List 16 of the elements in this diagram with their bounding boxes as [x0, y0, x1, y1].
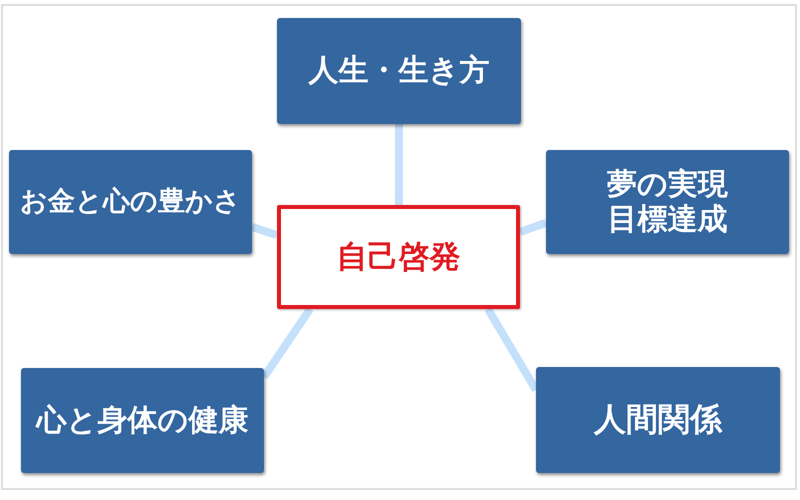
- connector-line: [518, 219, 548, 236]
- topic-label: 人生・生き方: [308, 53, 490, 89]
- topic-box: [277, 18, 521, 124]
- connector-line: [394, 124, 403, 205]
- topic-label: お金と心の豊かさ: [20, 186, 241, 218]
- connector-line: [250, 223, 278, 239]
- central-label: 自己啓発: [336, 238, 460, 276]
- topic-box: [21, 368, 264, 473]
- topic-label: 目標達成: [608, 202, 728, 238]
- topic-box: [9, 150, 252, 254]
- topic-label: 人間関係: [594, 401, 722, 439]
- topic-label: 夢の実現: [607, 166, 728, 202]
- topic-box: [536, 367, 780, 473]
- topic-box: [546, 150, 789, 254]
- central-box: [277, 205, 520, 309]
- topic-label: 心と身体の健康: [36, 402, 248, 438]
